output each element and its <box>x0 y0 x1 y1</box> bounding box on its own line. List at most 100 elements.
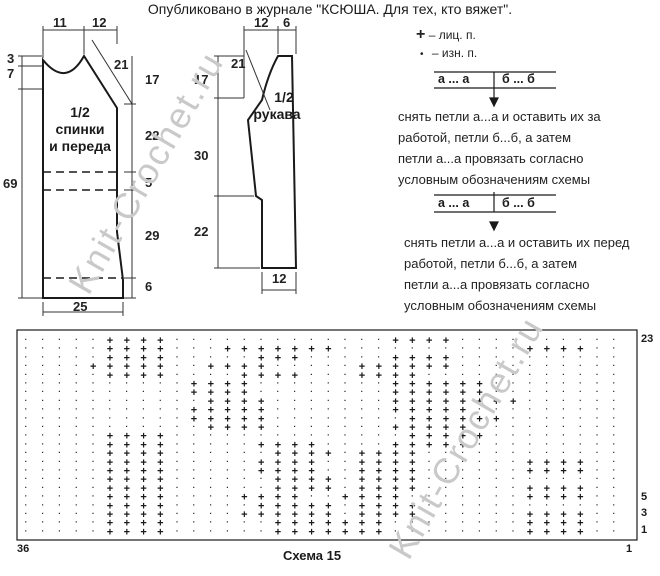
knit-stitch: + <box>308 526 314 538</box>
purl-stitch: · <box>277 422 280 431</box>
purl-stitch: · <box>478 483 481 492</box>
purl-stitch: · <box>75 526 78 535</box>
dim-right-29: 29 <box>145 228 160 243</box>
knit-stitch: + <box>426 431 432 443</box>
knit-stitch: + <box>224 361 230 373</box>
knit-stitch: + <box>292 518 298 530</box>
purl-stitch: · <box>545 422 548 431</box>
purl-stitch: · <box>92 387 95 396</box>
purl-stitch: · <box>293 387 296 396</box>
purl-stitch: · <box>159 422 162 431</box>
knit-stitch: + <box>275 370 281 382</box>
purl-stitch: · <box>277 405 280 414</box>
knit-stitch: + <box>426 352 432 364</box>
purl-stitch: · <box>41 405 44 414</box>
sleeve-dim-slope-21: 21 <box>231 56 246 71</box>
purl-stitch: · <box>478 457 481 466</box>
purl-stitch: · <box>562 422 565 431</box>
purl-stitch: · <box>562 352 565 361</box>
purl-stitch: · <box>428 457 431 466</box>
purl-stitch: · <box>361 431 364 440</box>
purl-stitch: · <box>512 379 515 388</box>
purl-stitch: · <box>193 466 196 475</box>
knit-stitch: + <box>544 483 550 495</box>
purl-stitch: · <box>41 396 44 405</box>
purl-stitch: · <box>176 370 179 379</box>
knit-stitch: + <box>140 335 146 347</box>
knit-stitch: + <box>392 422 398 434</box>
purl-stitch: · <box>58 405 61 414</box>
purl-stitch: · <box>25 439 28 448</box>
purl-stitch: · <box>226 518 229 527</box>
purl-stitch: · <box>495 439 498 448</box>
knit-stitch: + <box>376 500 382 512</box>
purl-stitch: · <box>562 396 565 405</box>
purl-stitch: · <box>579 335 582 344</box>
knit-stitch: + <box>292 466 298 478</box>
purl-stitch: · <box>596 457 599 466</box>
purl-stitch: · <box>344 396 347 405</box>
knit-stitch: + <box>325 474 331 486</box>
purl-stitch: · <box>226 492 229 501</box>
knit-stitch: + <box>241 405 247 417</box>
publication-header: Опубликовано в журнале "КСЮША. Для тех, … <box>147 1 513 17</box>
purl-stitch: · <box>445 344 448 353</box>
col-label-left: 36 <box>17 543 30 555</box>
purl-stitch: · <box>428 526 431 535</box>
purl-stitch: · <box>25 344 28 353</box>
purl-stitch: · <box>25 457 28 466</box>
purl-stitch: · <box>310 379 313 388</box>
knit-stitch: + <box>392 483 398 495</box>
purl-stitch: · <box>41 387 44 396</box>
cable1-left: а ... а <box>438 72 470 86</box>
knit-stitch: + <box>577 344 583 356</box>
purl-stitch: · <box>75 370 78 379</box>
purl-stitch: · <box>75 335 78 344</box>
purl-stitch: · <box>545 413 548 422</box>
purl-stitch: · <box>613 405 616 414</box>
purl-stitch: · <box>58 457 61 466</box>
row-label-5: 5 <box>641 491 648 503</box>
knit-stitch: + <box>325 483 331 495</box>
purl-stitch: · <box>445 483 448 492</box>
purl-stitch: · <box>159 387 162 396</box>
knit-stitch: + <box>241 344 247 356</box>
purl-stitch: · <box>495 405 498 414</box>
purl-stitch: · <box>344 379 347 388</box>
knit-stitch: + <box>124 370 130 382</box>
purl-stitch: · <box>58 352 61 361</box>
purl-stitch: · <box>209 352 212 361</box>
purl-stitch: · <box>176 483 179 492</box>
purl-stitch: · <box>478 518 481 527</box>
purl-stitch: · <box>41 518 44 527</box>
purl-stitch: · <box>109 387 112 396</box>
knit-stitch: + <box>241 387 247 399</box>
purl-stitch: · <box>529 352 532 361</box>
purl-stitch: · <box>109 405 112 414</box>
knit-stitch: + <box>560 457 566 469</box>
purl-stitch: · <box>75 439 78 448</box>
knit-stitch: + <box>392 361 398 373</box>
purl-label: – изн. п. <box>431 46 478 60</box>
purl-stitch: · <box>596 500 599 509</box>
purl-stitch: · <box>41 483 44 492</box>
purl-stitch: · <box>461 518 464 527</box>
purl-stitch: · <box>260 526 263 535</box>
purl-stitch: · <box>243 483 246 492</box>
purl-stitch: · <box>327 379 330 388</box>
purl-stitch: · <box>260 474 263 483</box>
knit-stitch: + <box>90 361 96 373</box>
knit-stitch: + <box>124 439 130 451</box>
purl-stitch: · <box>478 352 481 361</box>
purl-stitch: · <box>478 474 481 483</box>
knit-stitch: + <box>107 370 113 382</box>
purl-stitch: · <box>41 448 44 457</box>
knit-stitch: + <box>157 335 163 347</box>
knit-stitch: + <box>107 344 113 356</box>
purl-stitch: · <box>75 474 78 483</box>
purl-stitch: · <box>495 492 498 501</box>
knit-stitch: + <box>191 379 197 391</box>
purl-stitch: · <box>327 466 330 475</box>
knit-stitch: + <box>392 474 398 486</box>
purl-stitch: · <box>310 396 313 405</box>
